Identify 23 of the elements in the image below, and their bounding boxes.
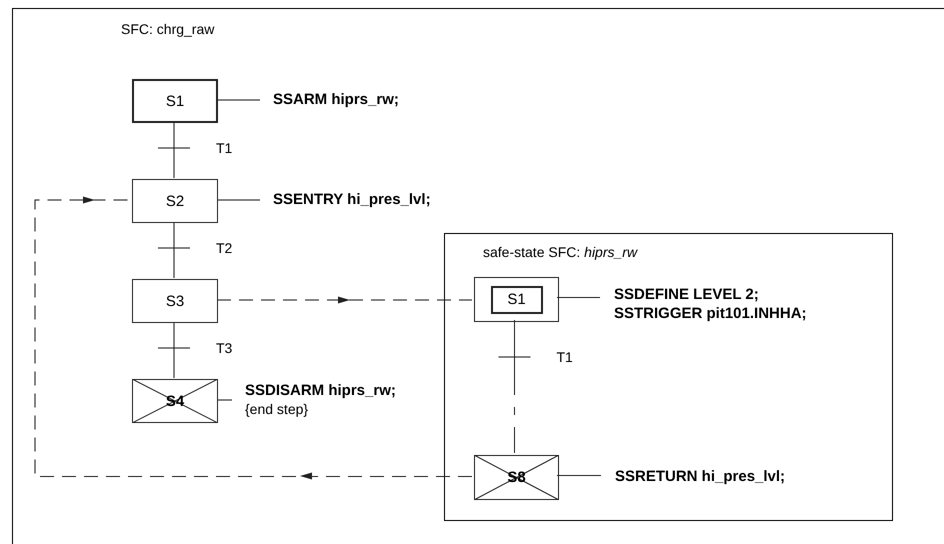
frame-title: SFC: chrg_raw [121,21,214,37]
action-text: SSENTRY hi_pres_lvl; [273,190,431,212]
step-box: S2 [132,179,218,223]
initial-step-box: S1 [132,79,218,123]
action-text: SSRETURN hi_pres_lvl; [615,467,786,489]
step-box: S3 [132,279,218,323]
sfc-frame [12,8,944,544]
transition-label: T1 [216,140,232,156]
transition-label: T3 [216,340,232,356]
connector-line [556,475,602,476]
action-text: SSDISARM hiprs_rw; {end step} [245,381,396,419]
action-text: SSDEFINE LEVEL 2; SSTRIGGER pit101.INHHA; [614,285,807,327]
transition-label: T1 [556,349,573,365]
step-label: S1 [490,286,542,314]
arrow [34,196,472,480]
frame-title: safe-state SFC: hiprs_rw [483,244,638,260]
arrow [216,296,472,304]
transition-label: T2 [216,240,232,256]
connector-line [556,297,600,298]
connector-line [514,320,515,454]
initial-step-box [474,277,559,322]
action-text: SSARM hiprs_rw; [273,90,399,112]
sfc-frame [444,233,893,521]
